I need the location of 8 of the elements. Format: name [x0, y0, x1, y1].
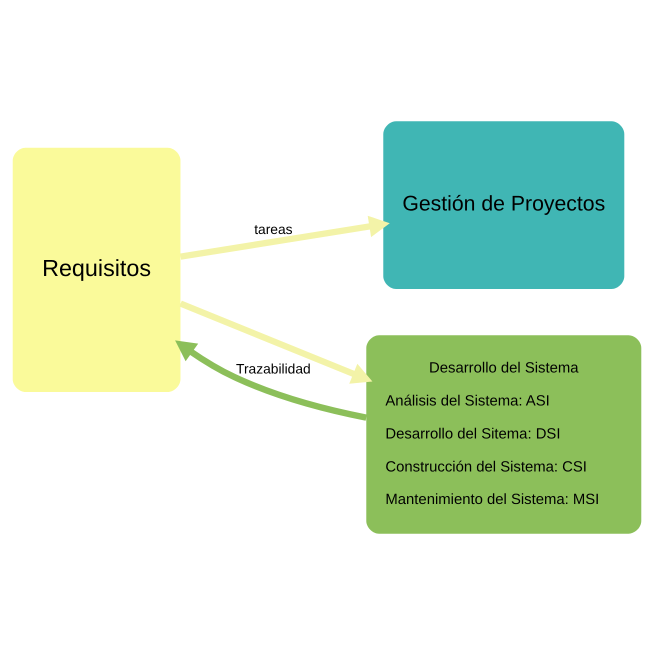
arrow	[180, 216, 390, 260]
node-box: Requisitos	[12, 148, 180, 392]
node-box: Desarrollo del Sistema Análisis del Sistema: ASI Desarrollo del Sitema: DSI Construcción del Sistema: CSI Mantenimiento del Sistema: MSI	[366, 335, 642, 534]
edge-label: Trazabilidad	[236, 361, 311, 376]
arrow	[175, 340, 367, 421]
edge-label: tareas	[254, 222, 293, 238]
node-box: Gestión de Proyectos	[383, 121, 624, 289]
arrow	[179, 300, 372, 384]
